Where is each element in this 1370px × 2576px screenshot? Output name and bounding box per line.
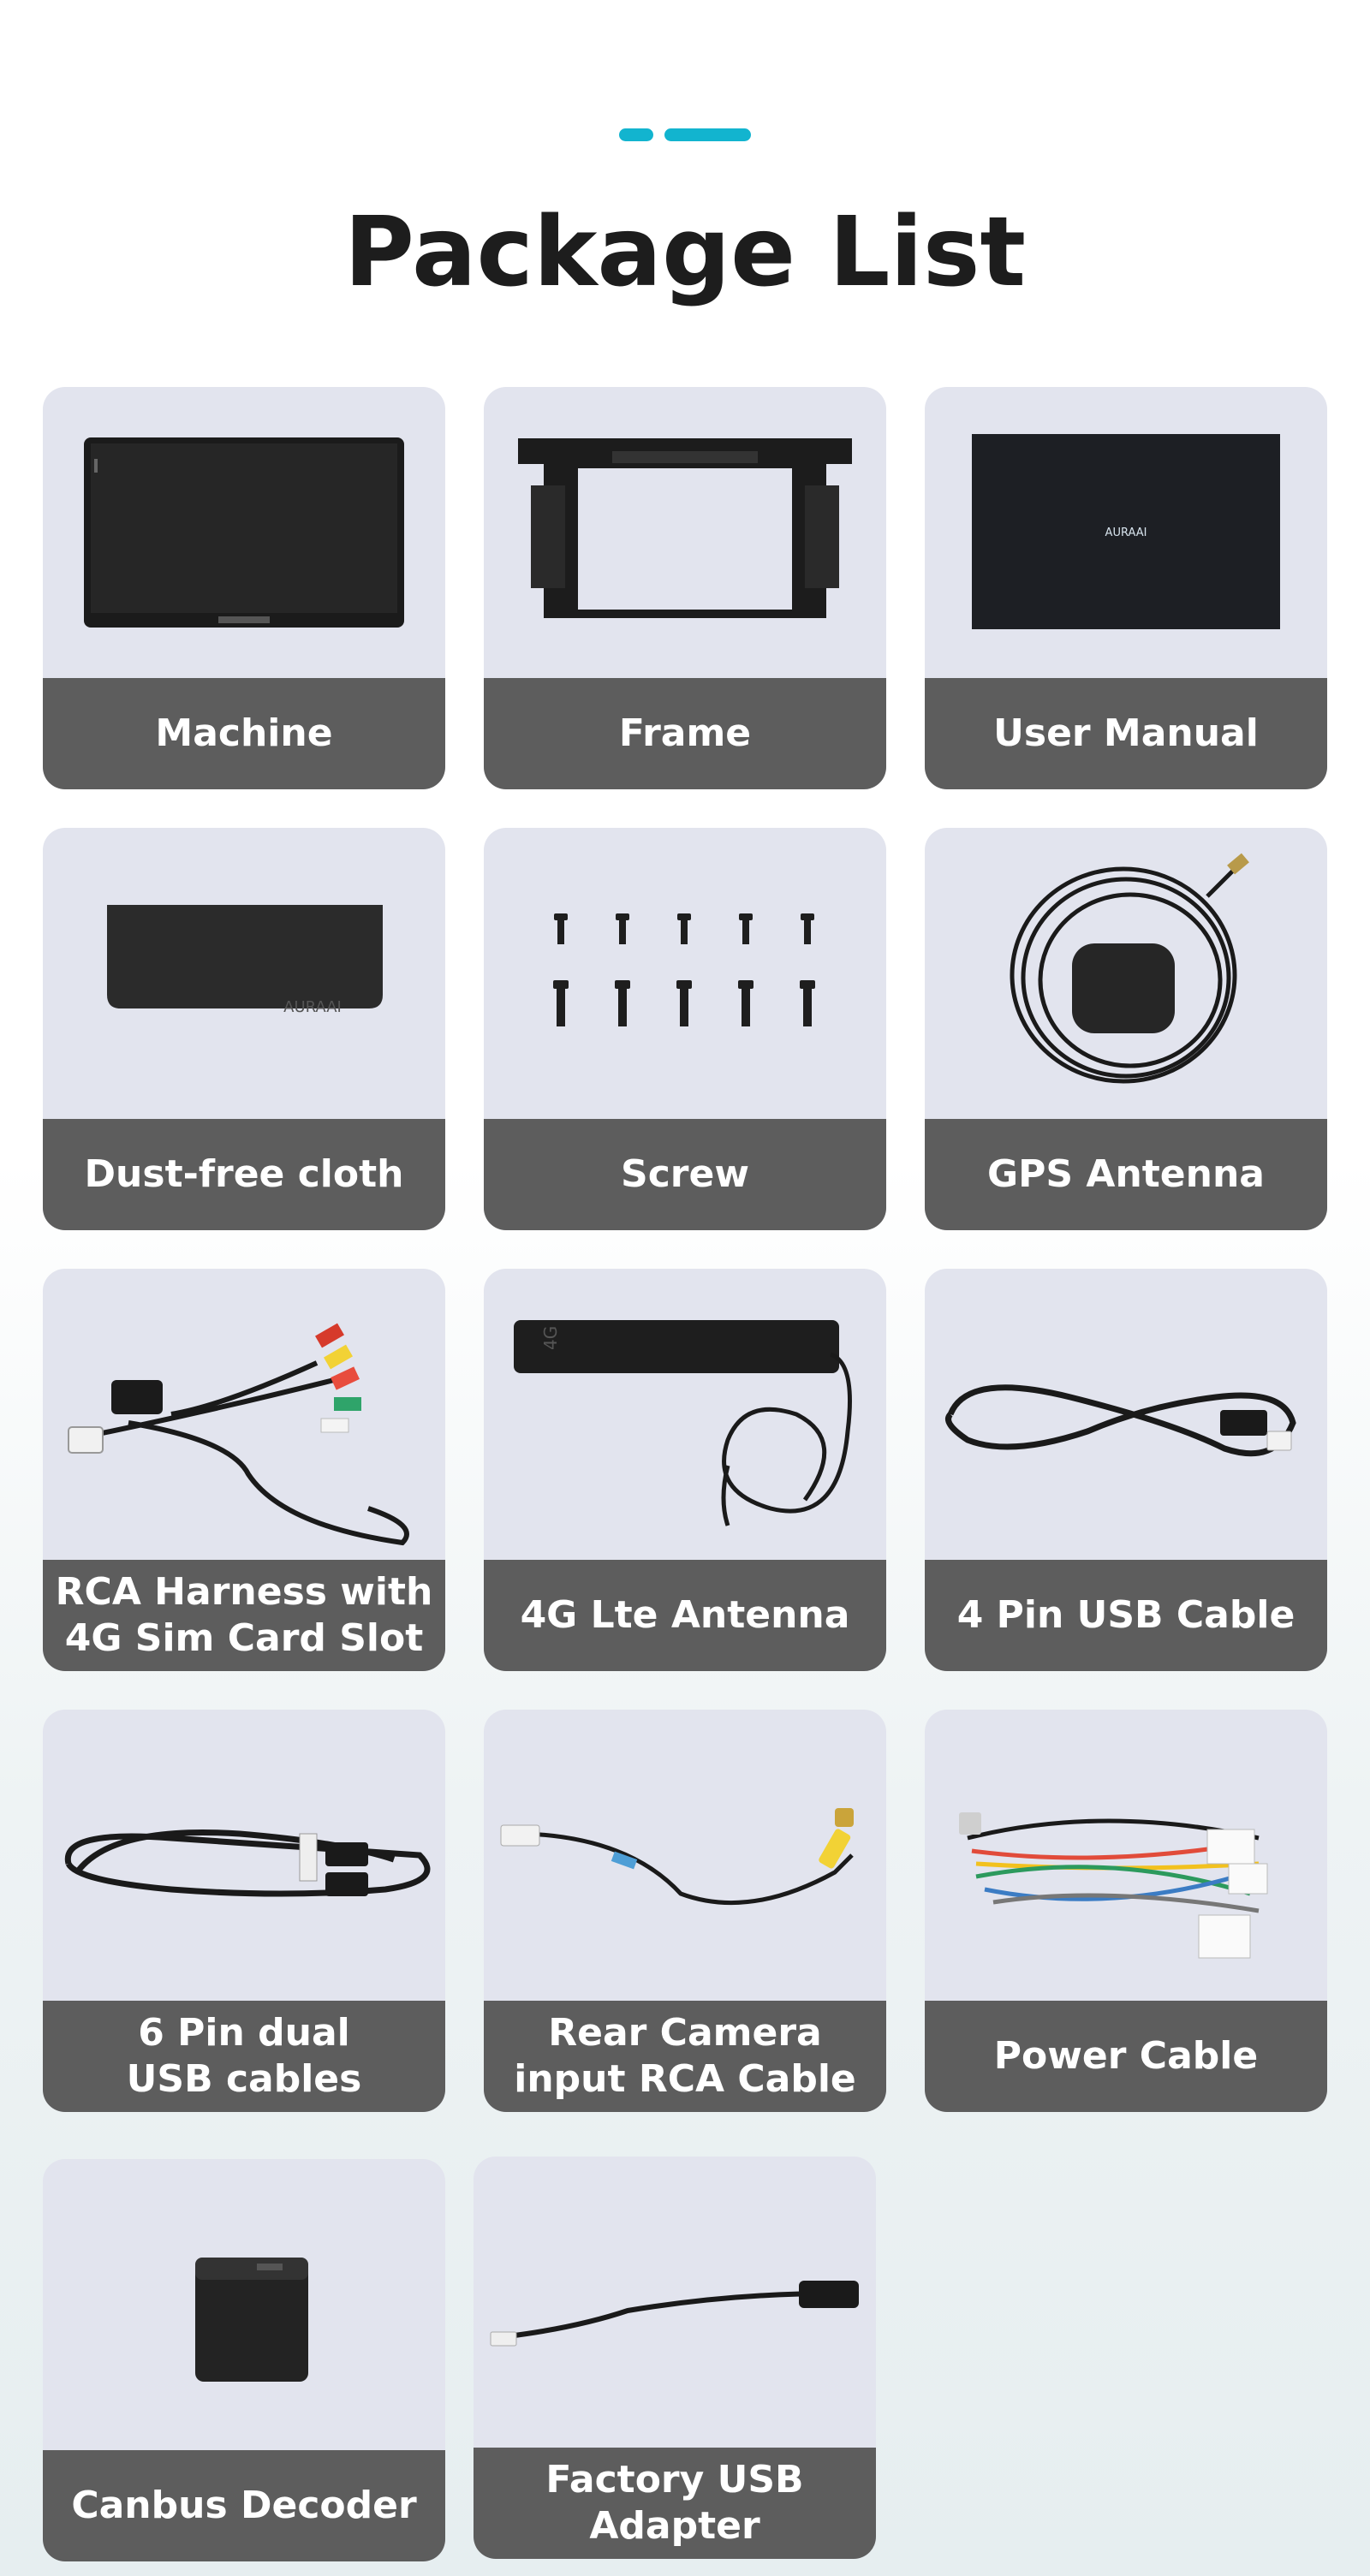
package-item-canbus-decoder: Canbus Decoder [43, 2159, 445, 2561]
canbus-decoder-icon [43, 2159, 445, 2450]
package-item-dust-free-cloth: AURAAI Dust-free cloth [43, 828, 445, 1230]
package-item-6-pin-dual-usb: 6 Pin dual USB cables [43, 1710, 445, 2112]
item-label: Dust-free cloth [43, 1119, 445, 1230]
cloth-brand-text: AURAAI [283, 998, 342, 1016]
item-label: Screw [484, 1119, 886, 1230]
package-item-machine: Machine [43, 387, 445, 789]
usb-cable-icon [925, 1269, 1327, 1560]
power-cable-icon [925, 1710, 1327, 2001]
item-label: Canbus Decoder [43, 2450, 445, 2561]
package-item-rear-camera-rca: Rear Camera input RCA Cable [484, 1710, 886, 2112]
item-label: Machine [43, 678, 445, 789]
gps-antenna-icon [925, 828, 1327, 1119]
mounting-frame-icon [484, 387, 886, 678]
package-item-power-cable: Power Cable [925, 1710, 1327, 2112]
usb-adapter-icon [474, 2157, 876, 2448]
package-item-gps-antenna: GPS Antenna [925, 828, 1327, 1230]
item-label: RCA Harness with 4G Sim Card Slot [43, 1560, 445, 1671]
rca-camera-cable-icon [484, 1710, 886, 2001]
screws-icon [484, 828, 886, 1119]
page-title: Package List [343, 197, 1027, 308]
item-label: Power Cable [925, 2001, 1327, 2112]
manual-brand-text: AURAAI [1105, 527, 1147, 539]
rca-harness-icon [43, 1269, 445, 1560]
head-unit-screen-icon [43, 387, 445, 678]
item-label: User Manual [925, 678, 1327, 789]
item-label: 6 Pin dual USB cables [43, 2001, 445, 2112]
lte-antenna-icon: 4G [484, 1269, 886, 1560]
accent-bar-short [619, 128, 653, 141]
package-item-rca-harness: RCA Harness with 4G Sim Card Slot [43, 1269, 445, 1671]
package-item-4g-lte-antenna: 4G 4G Lte Antenna [484, 1269, 886, 1671]
item-label: Rear Camera input RCA Cable [484, 2001, 886, 2112]
antenna-mark-text: 4G [540, 1326, 561, 1350]
item-label: 4G Lte Antenna [484, 1560, 886, 1671]
item-label: 4 Pin USB Cable [925, 1560, 1327, 1671]
accent-bar-long [664, 128, 751, 141]
dual-usb-cable-icon [43, 1710, 445, 2001]
package-item-screw: Screw [484, 828, 886, 1230]
manual-booklet-icon: AURAAI [925, 387, 1327, 678]
package-item-user-manual: AURAAI User Manual [925, 387, 1327, 789]
item-label: Frame [484, 678, 886, 789]
package-item-factory-usb-adapter: Factory USB Adapter [474, 2157, 876, 2559]
item-label: GPS Antenna [925, 1119, 1327, 1230]
item-label: Factory USB Adapter [474, 2448, 876, 2559]
package-item-frame: Frame [484, 387, 886, 789]
cloth-icon: AURAAI [43, 828, 445, 1119]
package-item-4-pin-usb-cable: 4 Pin USB Cable [925, 1269, 1327, 1671]
